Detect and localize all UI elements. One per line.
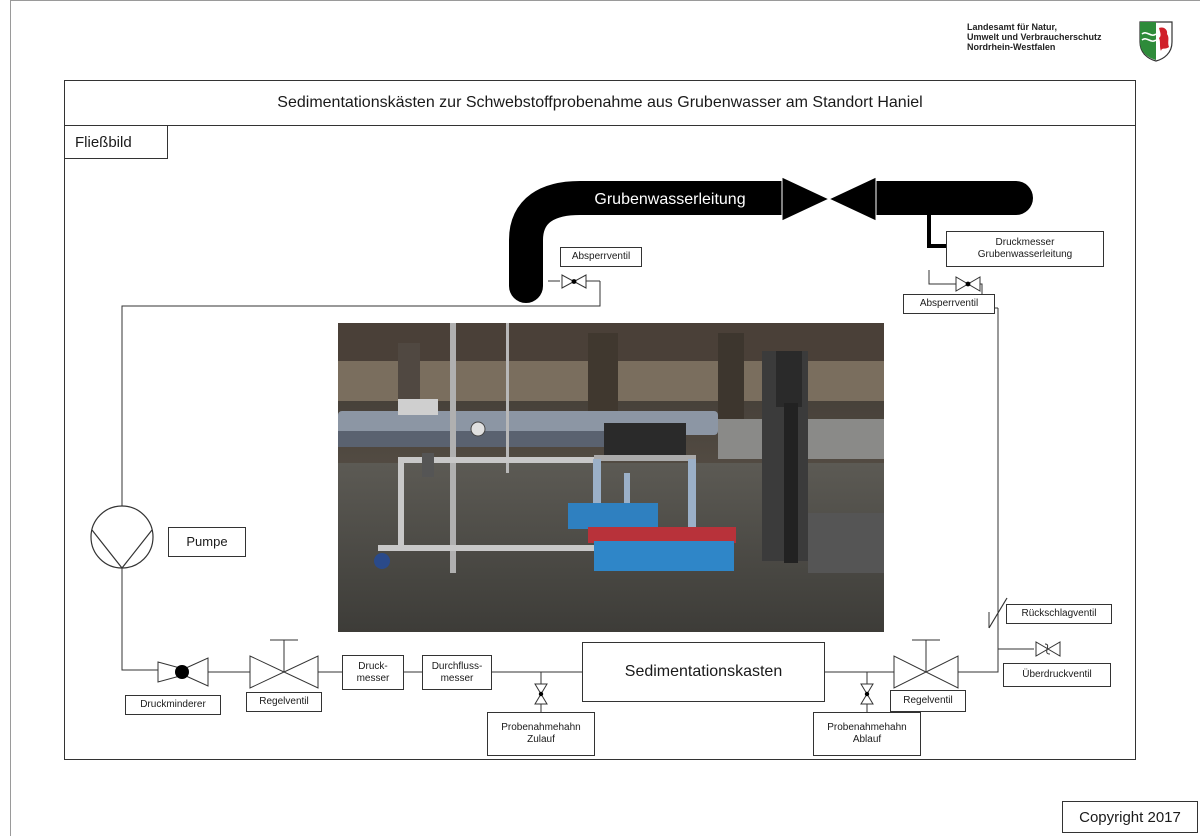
sample-tap-outlet-icon [860,672,874,712]
pump-icon [90,505,154,569]
label-control-valve-left: Regelventil [246,692,322,712]
agency-name: Landesamt für Natur, Umwelt und Verbrauc… [967,22,1102,52]
sedimentation-box: Sedimentationskasten [582,642,825,702]
label-check-valve: Rückschlagventil [1006,604,1112,624]
flow-line-left [121,281,601,506]
control-valve-right-icon [893,639,959,689]
label-pressure-gauge-line-1: Druck- [358,660,388,672]
label-pressure-gauge-pipe-line-2: Grubenwasserleitung [977,249,1073,260]
label-sample-tap-inlet: Probenahmehahn Zulauf [487,712,595,756]
main-gate-valve-icon [781,176,877,222]
label-control-valve-right: Regelventil [890,690,966,712]
pressure-reducer-icon [157,657,209,687]
label-shutoff-valve-left: Absperrventil [560,247,642,267]
pressure-gauge-tap [927,214,946,248]
label-sample-tap-inlet-line-1: Probenahmehahn [501,722,581,733]
label-sample-tap-inlet-line-2: Zulauf [527,734,555,745]
agency-line-2: Umwelt und Verbraucherschutz [967,32,1102,42]
shutoff-valve-right-icon [928,270,981,292]
agency-line-3: Nordrhein-Westfalen [967,42,1056,52]
check-valve-icon [988,597,1008,629]
control-valve-left-icon [249,639,319,689]
section-label: Fließbild [64,125,168,159]
sample-tap-inlet-icon [534,672,548,712]
copyright-notice: Copyright 2017 [1062,801,1198,833]
agency-line-1: Landesamt für Natur, [967,22,1058,32]
label-pump: Pumpe [168,527,246,557]
relief-valve-icon [1035,641,1061,657]
label-pressure-reducer: Druckminderer [125,695,221,715]
label-pressure-gauge-pipe-line-1: Druckmesser [995,237,1055,248]
label-relief-valve: Überdruckventil [1003,663,1111,687]
pipe-label: Grubenwasserleitung [594,191,746,208]
nrw-coat-of-arms-icon [1139,21,1173,62]
label-flow-meter: Durchfluss- messer [422,655,492,690]
page-frame-left [10,0,11,836]
label-pressure-gauge-line-2: messer [356,672,390,684]
label-pressure-gauge-pipe: Druckmesser Grubenwasserleitung [946,231,1104,267]
label-flow-meter-line-2: messer [440,672,474,684]
main-pipe [509,181,1033,303]
label-sample-tap-outlet-line-1: Probenahmehahn [827,722,907,733]
label-flow-meter-line-1: Durchfluss- [431,660,483,672]
label-sample-tap-outlet-line-2: Ablauf [852,734,882,745]
diagram-title: Sedimentationskästen zur Schwebstoffprob… [64,80,1136,126]
label-sample-tap-outlet: Probenahmehahn Ablauf [813,712,921,756]
label-shutoff-valve-right: Absperrventil [903,294,995,314]
page-frame-top [10,0,1200,1]
shutoff-valve-left-icon [561,274,600,289]
label-pressure-gauge: Druck- messer [342,655,404,690]
sedimentation-setup-photo [338,323,884,632]
